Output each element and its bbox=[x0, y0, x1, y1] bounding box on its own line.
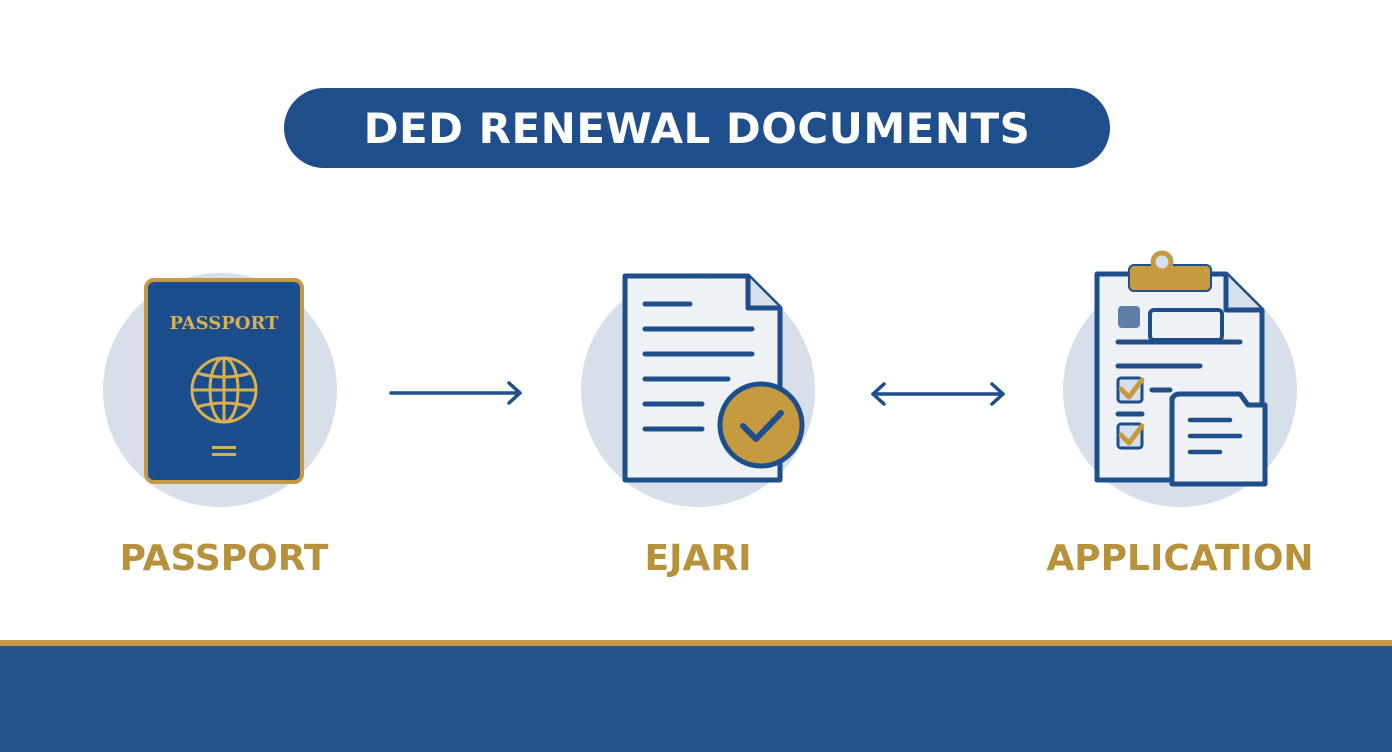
page-title: DED RENEWAL DOCUMENTS bbox=[363, 103, 1031, 153]
globe-icon bbox=[190, 356, 258, 424]
passport-label: PASSPORT bbox=[119, 538, 329, 579]
clipboard-checklist-icon bbox=[1094, 250, 1268, 487]
check-badge-icon bbox=[717, 381, 805, 469]
passport-item: PASSPORT bbox=[103, 273, 337, 507]
document-check-icon bbox=[622, 273, 805, 483]
footer-band bbox=[0, 646, 1392, 752]
arrow-right-icon bbox=[389, 381, 522, 405]
folder-icon bbox=[1169, 391, 1268, 487]
title-banner: DED RENEWAL DOCUMENTS bbox=[284, 88, 1110, 168]
application-item bbox=[1063, 250, 1297, 507]
ejari-label: EJARI bbox=[644, 538, 752, 579]
ejari-item bbox=[581, 273, 815, 507]
arrow-both-icon bbox=[871, 382, 1005, 406]
application-label: APPLICATION bbox=[1046, 538, 1314, 579]
passport-cover-text: PASSPORT bbox=[169, 313, 279, 334]
footer-accent-line bbox=[0, 640, 1392, 646]
passport-icon: PASSPORT bbox=[144, 278, 304, 484]
